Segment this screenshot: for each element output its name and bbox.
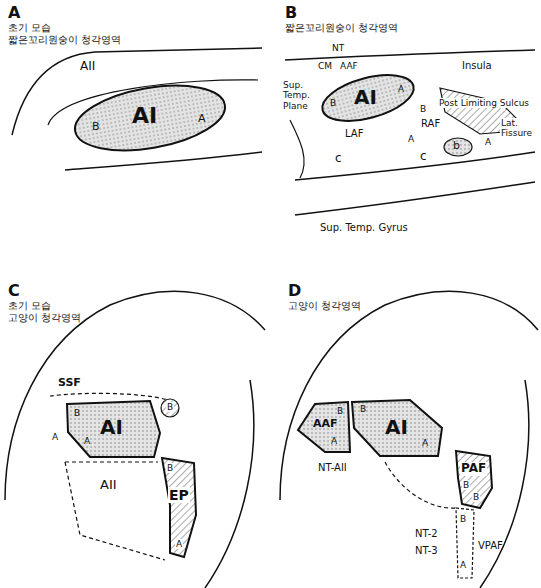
area-region: AI B A <box>350 398 445 458</box>
field-letter: A <box>84 436 90 446</box>
region-label: b <box>453 140 460 153</box>
area-name: AI <box>132 103 157 128</box>
field-letter: B <box>337 406 343 416</box>
field-letter: A <box>198 113 206 126</box>
field-letter: A <box>331 436 337 446</box>
area-shape <box>162 458 196 557</box>
area-region: PAF BB <box>450 448 496 510</box>
region-label: AAF <box>340 61 358 71</box>
field-letter: A <box>175 539 183 549</box>
region-label: c <box>420 150 427 164</box>
field-letter: B <box>166 463 174 473</box>
region-label: Sup. Temp. Gyrus <box>320 222 408 234</box>
region-label: RAF <box>420 118 441 130</box>
region-label: VPAF <box>478 540 503 552</box>
area-shape <box>70 75 230 160</box>
region-label: Lat. Fissure <box>500 118 538 139</box>
region-label: Insula <box>462 60 492 72</box>
area-name: EP <box>168 487 190 503</box>
region-label: B <box>166 402 174 412</box>
panel-letter: SSF <box>58 377 81 390</box>
area-shape <box>298 402 350 452</box>
region-label: AII <box>80 60 95 74</box>
region-label: A <box>408 134 414 144</box>
region-label: 초기 모습 <box>8 22 51 34</box>
region-label: NT <box>332 43 344 53</box>
panel-letter: A <box>8 4 20 22</box>
field-letter: A <box>398 84 404 94</box>
region-label: c <box>335 152 342 166</box>
area-region: AI B A <box>62 398 162 460</box>
region-label: NT-3 <box>415 545 438 557</box>
area-name: AI <box>385 416 408 439</box>
field-letter: B <box>74 408 80 418</box>
field-letter: B <box>472 492 480 502</box>
region-label: CM <box>318 61 332 71</box>
region-label: NT-AII <box>318 462 347 474</box>
field-letter: B <box>330 98 336 108</box>
region-label: B <box>460 514 466 524</box>
field-letter: B <box>92 121 100 134</box>
region-label: Sup. Temp. Plane <box>283 80 317 111</box>
region-label: A <box>460 560 466 570</box>
region-label: 짧은꼬리원숭이 청각영역 <box>285 22 398 34</box>
area-name: AI <box>100 416 123 439</box>
region-label: A <box>52 432 58 442</box>
panel-letter: C <box>8 282 20 300</box>
area-shape <box>352 400 442 456</box>
region-label: NT-2 <box>415 528 438 540</box>
region-label: 초기 모습 <box>8 300 51 312</box>
area-ellipse: AI B A <box>70 83 230 153</box>
region-label: 짧은꼬리원숭이 청각영역 <box>8 34 121 46</box>
region-label: B <box>420 104 426 114</box>
area-ellipse: AI B A <box>318 72 418 124</box>
field-letter: B <box>360 404 366 414</box>
region-label: AII <box>100 478 117 493</box>
area-shape <box>317 67 418 130</box>
area-region: AAF B A <box>295 400 350 455</box>
area-shape <box>456 451 492 508</box>
region-label: Post Limiting Sulcus <box>438 98 530 108</box>
region-label: 고양이 청각영역 <box>8 312 81 324</box>
area-shape <box>67 401 160 457</box>
area-name: AI <box>354 86 377 109</box>
region-label: A <box>484 137 492 147</box>
field-letter: B <box>462 480 470 490</box>
panel-letter: B <box>285 4 297 22</box>
area-region: EP B A <box>158 455 198 560</box>
area-name: PAF <box>460 462 487 476</box>
field-letter: A <box>422 438 428 448</box>
area-name: AAF <box>313 418 338 431</box>
region-label: LAF <box>345 128 363 140</box>
region-label: 고양이 청각영역 <box>288 300 361 312</box>
panel-letter: D <box>288 282 301 300</box>
